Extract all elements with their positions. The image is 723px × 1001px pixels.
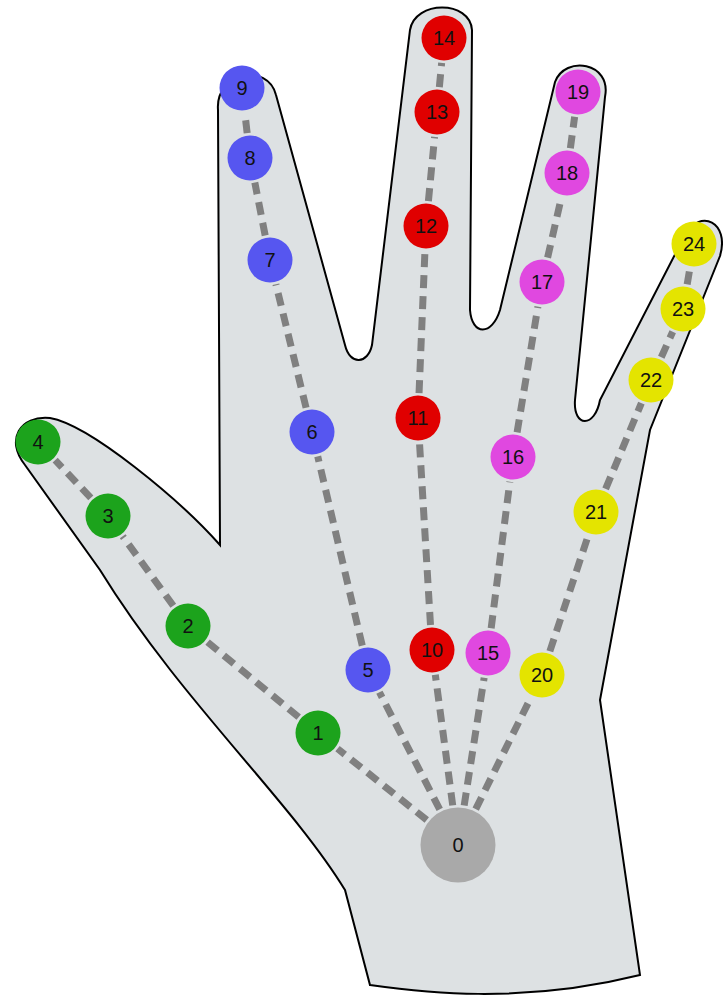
keypoint-number: 16 xyxy=(490,434,536,480)
keypoint-circle: 10 xyxy=(409,627,455,673)
keypoint-circle: 3 xyxy=(85,493,131,539)
keypoint-circle: 6 xyxy=(289,409,335,455)
bone-connector xyxy=(55,460,91,498)
bone-connector xyxy=(464,678,484,806)
keypoint-number: 20 xyxy=(519,652,565,698)
bone-connector xyxy=(123,536,174,606)
keypoint-circle: 19 xyxy=(555,69,601,115)
bone-connector xyxy=(517,307,538,433)
bone-connector xyxy=(548,197,562,257)
keypoint-circle: 22 xyxy=(628,357,674,403)
bone-connector xyxy=(661,332,672,357)
keypoint-number: 5 xyxy=(345,647,391,693)
keypoint-number: 11 xyxy=(395,395,441,441)
bone-connector xyxy=(428,137,434,201)
bone-connector xyxy=(276,284,306,407)
keypoint-circle: 9 xyxy=(219,65,265,111)
keypoint-circle: 15 xyxy=(465,630,511,676)
keypoint-number: 3 xyxy=(85,493,131,539)
keypoint-number: 1 xyxy=(295,710,341,756)
keypoint-number: 2 xyxy=(165,603,211,649)
keypoint-number: 14 xyxy=(421,15,467,61)
keypoint-number: 13 xyxy=(414,89,460,135)
bone-connector xyxy=(338,749,427,820)
keypoint-number: 10 xyxy=(409,627,455,673)
keypoint-number: 7 xyxy=(247,237,293,283)
keypoint-number: 18 xyxy=(544,150,590,196)
keypoint-circle: 11 xyxy=(395,395,441,441)
keypoint-circle: 18 xyxy=(544,150,590,196)
bone-connector xyxy=(245,113,247,133)
keypoint-circle: 2 xyxy=(165,603,211,649)
bone-connector xyxy=(379,692,439,809)
keypoint-circle: 17 xyxy=(519,259,565,305)
keypoint-number: 8 xyxy=(227,135,273,181)
keypoint-number: 22 xyxy=(628,357,674,403)
keypoint-circle: 8 xyxy=(227,135,273,181)
bone-connector xyxy=(439,63,441,87)
keypoint-circle: 14 xyxy=(421,15,467,61)
keypoint-number: 21 xyxy=(573,489,619,535)
keypoint-circle: 13 xyxy=(414,89,460,135)
keypoint-circle: 12 xyxy=(403,203,449,249)
bone-connector xyxy=(255,183,265,236)
keypoint-number: 12 xyxy=(403,203,449,249)
keypoint-circle: 1 xyxy=(295,710,341,756)
keypoint-circle: 0 xyxy=(420,807,496,883)
bone-connector xyxy=(419,251,425,393)
bone-connector xyxy=(318,456,363,645)
bone-connector xyxy=(207,642,298,717)
keypoint-number: 17 xyxy=(519,259,565,305)
bone-connector xyxy=(435,675,452,806)
keypoint-number: 6 xyxy=(289,409,335,455)
keypoint-circle: 20 xyxy=(519,652,565,698)
keypoint-circle: 24 xyxy=(671,221,717,267)
bone-connector xyxy=(687,269,690,285)
keypoint-number: 23 xyxy=(660,286,706,332)
bone-connector xyxy=(420,443,431,625)
keypoint-circle: 21 xyxy=(573,489,619,535)
bone-connector xyxy=(476,697,531,809)
keypoint-number: 19 xyxy=(555,69,601,115)
keypoint-circle: 4 xyxy=(15,419,61,465)
bone-connector xyxy=(550,536,588,652)
keypoint-number: 9 xyxy=(219,65,265,111)
keypoint-circle: 23 xyxy=(660,286,706,332)
bone-connector xyxy=(606,403,642,489)
keypoint-number: 24 xyxy=(671,221,717,267)
keypoint-circle: 16 xyxy=(490,434,536,480)
bone-connector xyxy=(491,482,510,628)
keypoint-circle: 5 xyxy=(345,647,391,693)
keypoint-circle: 7 xyxy=(247,237,293,283)
keypoint-number: 0 xyxy=(420,807,496,883)
keypoint-number: 15 xyxy=(465,630,511,676)
keypoint-number: 4 xyxy=(15,419,61,465)
bone-connector xyxy=(570,117,574,148)
hand-outline xyxy=(16,8,722,994)
